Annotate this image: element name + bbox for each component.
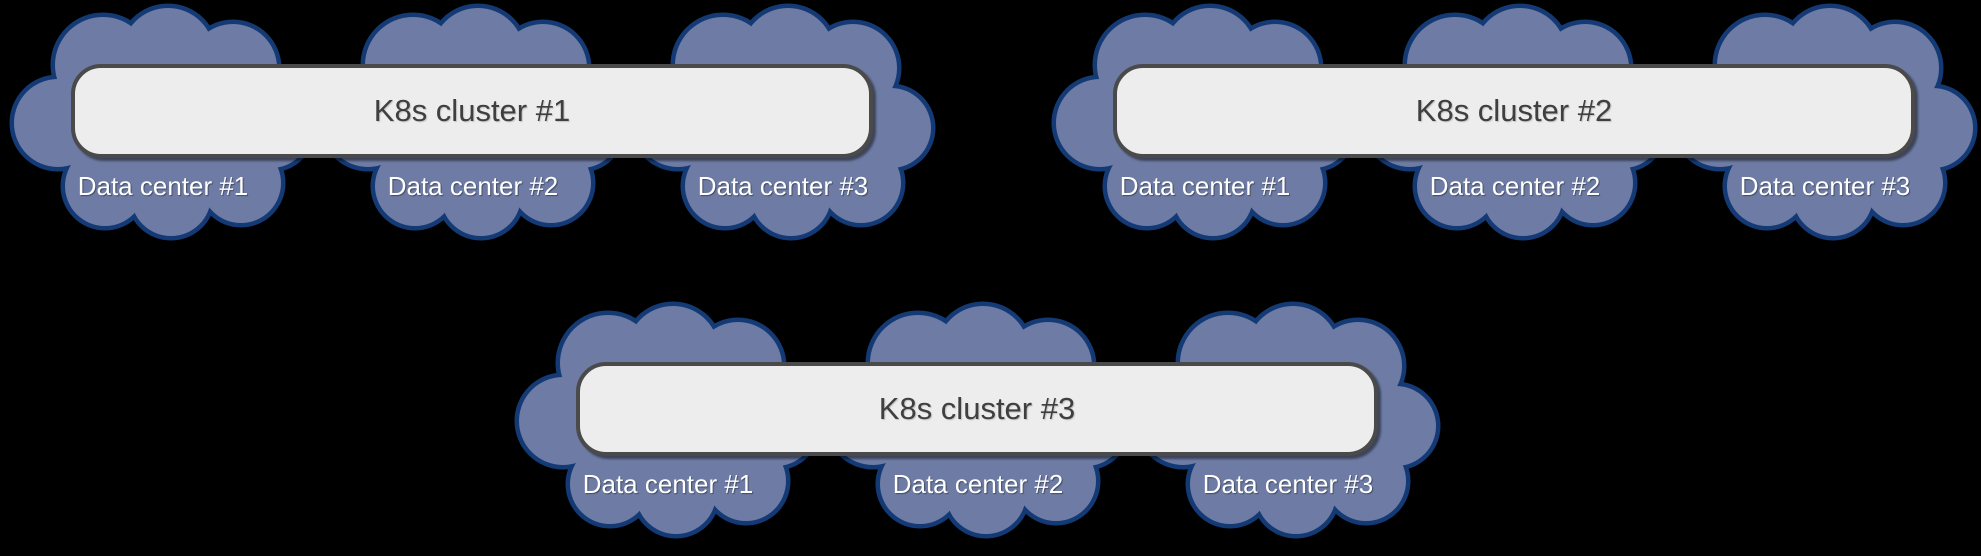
k8s-cluster-group-2: Data center #1 Data center #2 Data cente…: [1055, 8, 1975, 248]
data-center-label: Data center #1: [582, 469, 754, 499]
data-center-label: Data center #2: [1429, 171, 1601, 201]
data-center-node: Data center #2: [323, 8, 623, 244]
data-center-label: Data center #2: [387, 171, 559, 201]
data-center-node: Data center #3: [633, 8, 933, 244]
data-center-label: Data center #1: [1119, 171, 1291, 201]
data-center-label: Data center #3: [1739, 171, 1911, 201]
data-center-node: Data center #3: [1138, 306, 1438, 542]
data-center-label: Data center #1: [77, 171, 249, 201]
data-center-node: Data center #1: [518, 306, 818, 542]
data-center-node: Data center #2: [828, 306, 1128, 542]
k8s-cluster-node: K8s cluster #3: [576, 362, 1378, 456]
data-center-label: Data center #2: [892, 469, 1064, 499]
k8s-cluster-node: K8s cluster #2: [1113, 64, 1915, 158]
data-center-node: Data center #1: [13, 8, 313, 244]
k8s-cluster-node: K8s cluster #1: [71, 64, 873, 158]
k8s-cluster-label: K8s cluster #2: [1415, 93, 1613, 128]
data-center-node: Data center #2: [1365, 8, 1665, 244]
k8s-cluster-label: K8s cluster #1: [373, 93, 571, 128]
data-center-label: Data center #3: [1202, 469, 1374, 499]
k8s-cluster-group-3: Data center #1 Data center #2 Data cente…: [518, 306, 1438, 546]
k8s-cluster-group-1: Data center #1 Data center #2 Data cente…: [13, 8, 933, 248]
data-center-node: Data center #1: [1055, 8, 1355, 244]
data-center-node: Data center #3: [1675, 8, 1975, 244]
k8s-cluster-label: K8s cluster #3: [878, 391, 1076, 426]
data-center-label: Data center #3: [697, 171, 869, 201]
